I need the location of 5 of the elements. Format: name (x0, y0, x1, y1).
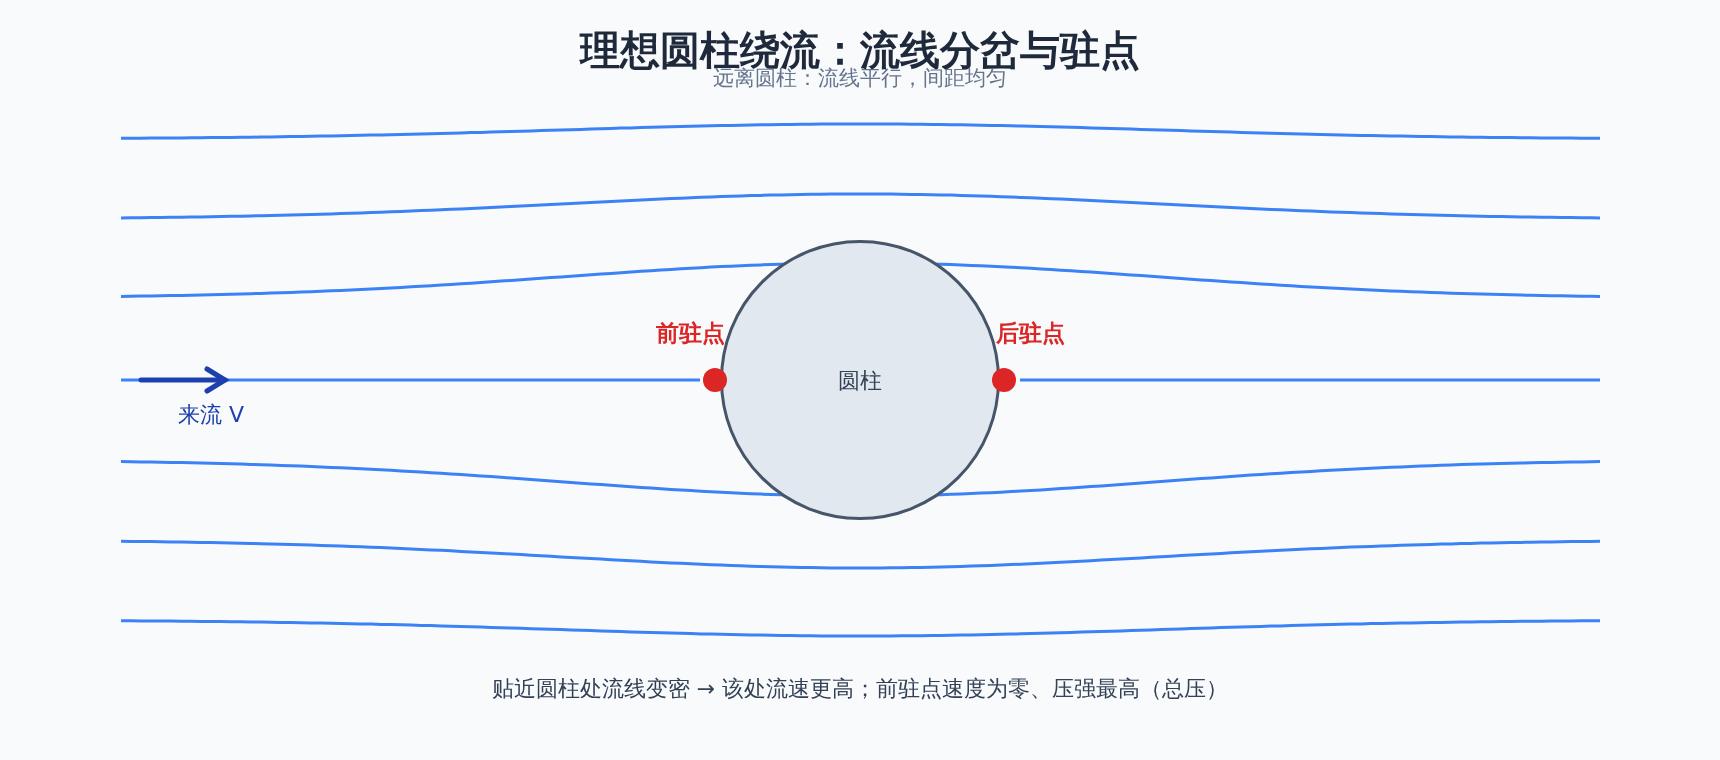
caption: 贴近圆柱处流线变密 → 该处流速更高；前驻点速度为零、压强最高（总压） (490, 675, 1230, 703)
cylinder-label: 圆柱 (838, 366, 882, 395)
stagnation-label: 前驻点 (654, 322, 726, 345)
flow-label: 来流 V (178, 404, 245, 426)
stagnation-label: 后驻点 (994, 322, 1066, 345)
